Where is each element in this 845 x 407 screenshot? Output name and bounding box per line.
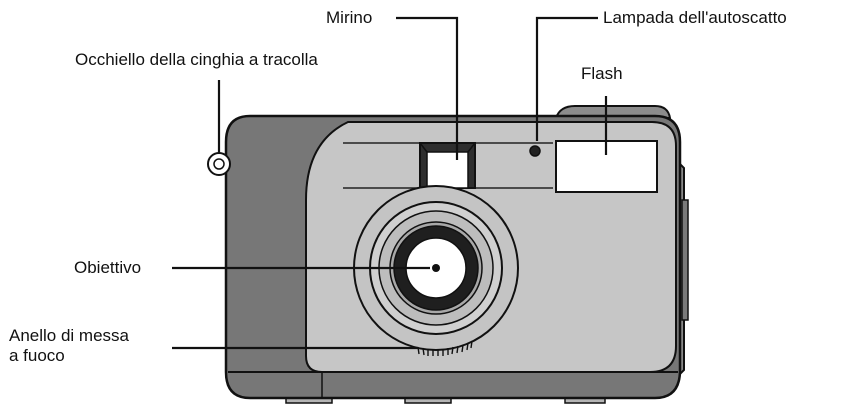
label-occhiello-cinghia: Occhiello della cinghia a tracolla — [75, 50, 318, 69]
label-anello-messa-a-fuoco: Anello di messa a fuoco — [9, 326, 189, 366]
viewfinder — [419, 142, 476, 189]
leader-line-mirino — [396, 16, 459, 160]
focus-ring-grip — [417, 340, 473, 356]
label-anello-line-1: Anello di messa — [9, 326, 130, 345]
label-mirino: Mirino — [326, 8, 373, 27]
leader-line-lampada — [535, 16, 598, 141]
label-flash: Flash — [581, 64, 623, 83]
strap-eyelet — [207, 152, 231, 176]
label-obiettivo: Obiettivo — [74, 258, 142, 277]
lens — [353, 185, 519, 351]
leader-lines — [172, 16, 608, 350]
label-lampada-autoscatto: Lampada dell'autoscatto — [603, 8, 787, 27]
self-timer-lamp — [529, 145, 541, 157]
label-anello-line-2: a fuoco — [9, 346, 65, 365]
